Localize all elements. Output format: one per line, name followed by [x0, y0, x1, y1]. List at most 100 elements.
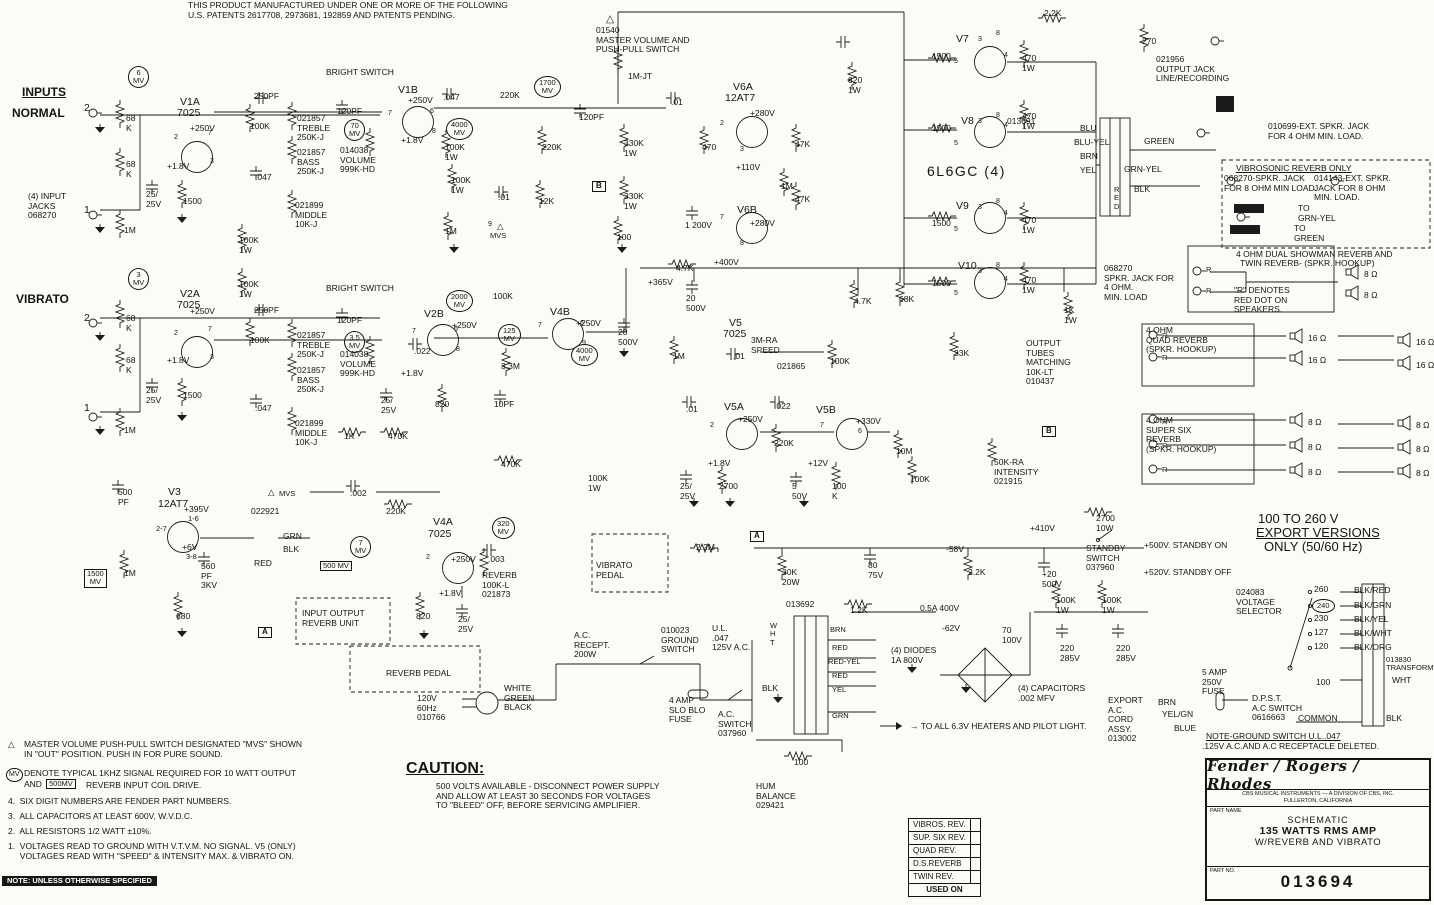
schematic-label: 3. ALL CAPACITORS AT LEAST 600V, W.V.D.C… [8, 811, 193, 821]
schematic-label: +250V [451, 554, 476, 564]
schematic-label: GRN-YEL [1124, 164, 1162, 174]
schematic-label: 680 [176, 611, 191, 621]
schematic-label: 013830 TRANSFORMER [1386, 655, 1434, 673]
schematic-label: BLK/WHT [1354, 628, 1392, 638]
schematic-label: 8 Ω [1416, 420, 1430, 430]
schematic-label: 021857 BASS 250K-J [297, 147, 326, 177]
part-name-line-3: W/REVERB AND VIBRATO [1254, 837, 1382, 849]
schematic-label: 1500 [932, 51, 951, 61]
schematic-label: 1M [124, 225, 136, 235]
schematic-label: 068270 SPKR. JACK FOR 4 OHM. MIN. LOAD [1104, 263, 1174, 302]
schematic-label: 1500 [183, 390, 202, 400]
schematic-label: 2. ALL RESISTORS 1/2 WATT ±10%. [8, 826, 152, 836]
schematic-label: 50K-RA INTENSITY 021915 [994, 457, 1039, 487]
schematic-label: 1M [124, 568, 136, 578]
schematic-label: 20 500V [686, 293, 706, 313]
schematic-label: BLK [762, 683, 779, 693]
schematic-label: 8 [996, 262, 1000, 269]
schematic-label: VIBRATO PEDAL [596, 560, 633, 580]
schematic-label: 5 50V [792, 481, 808, 501]
schematic-label: 820 [416, 611, 431, 621]
schematic-label: 330K 1W [624, 138, 644, 158]
schematic-label: TO GREEN [1294, 223, 1325, 243]
schematic-label: 500 VOLTS AVAILABLE - DISCONNECT POWER S… [436, 781, 660, 811]
schematic-label: .022 [774, 401, 791, 411]
schematic-label: 4 OHM QUAD REVERB (SPKR. HOOKUP) [1146, 325, 1217, 355]
used-on-row: SUP. SIX REV. [908, 831, 981, 845]
schematic-label: 240 [1312, 599, 1335, 613]
schematic-label: 220K [774, 438, 794, 448]
schematic-label: 220 285V [1060, 643, 1080, 663]
schematic-label: EXPORT VERSIONS [1256, 525, 1380, 540]
schematic-label: 8 Ω [1308, 467, 1322, 477]
used-on-rows: VIBROS. REV.SUP. SIX REV.QUAD REV.D.S.RE… [908, 818, 981, 884]
schematic-label: GRN [832, 711, 849, 720]
schematic-label: 1 200V [685, 220, 712, 230]
schematic-label: 470K [388, 431, 408, 441]
used-on-cell: D.S.REVERB [908, 857, 971, 871]
schematic-label: 70 100V [1002, 625, 1022, 645]
schematic-label: 25/ 25V [458, 614, 474, 634]
schematic-label: 470 1W [1022, 215, 1037, 235]
schematic-label: V1A [180, 96, 200, 108]
schematic-label: +1.8V [401, 368, 424, 378]
schematic-label: YEL [1080, 165, 1097, 175]
schematic-label: +20 500V [1042, 569, 1062, 589]
schematic-label: △ [606, 13, 615, 25]
schematic-label: 2 [720, 120, 724, 127]
schematic-label: 2700 [719, 481, 738, 491]
part-number-section: PART NO. 013694 [1207, 867, 1429, 899]
schematic-label: 820 [435, 399, 450, 409]
schematic-label: 4 OHM SUPER SIX REVERB (SPKR. HOOKUP) [1146, 415, 1217, 454]
schematic-label: W H T [770, 621, 778, 647]
schematic-label: 100K [250, 121, 270, 131]
schematic-label: RED [832, 643, 848, 652]
schematic-label: 8 [996, 30, 1000, 37]
schematic-label: 1M [673, 351, 685, 361]
schematic-label: 5 AMP 250V FUSE [1202, 667, 1228, 697]
schematic-label: -62V [942, 623, 960, 633]
schematic-label: 2.2K [1044, 8, 1062, 18]
part-no-label: PART NO. [1210, 868, 1236, 874]
schematic-label: 47K [795, 139, 811, 149]
schematic-label: V5 [729, 317, 742, 329]
schematic-label: V6B [737, 204, 757, 216]
schematic-label: 3.3M [501, 361, 520, 371]
used-on-cell: VIBROS. REV. [908, 818, 971, 832]
part-name-label: PART NAME [1210, 808, 1242, 815]
schematic-label: THIS PRODUCT MANUFACTURED UNDER ONE OR M… [188, 0, 508, 10]
schematic-label: 500 PF [118, 487, 133, 507]
schematic-label: 1 [84, 204, 90, 216]
schematic-label: .047 [443, 92, 460, 102]
schematic-label: 1 [84, 402, 90, 414]
schematic-label: WHITE GREEN BLACK [504, 683, 535, 713]
schematic-label: 4 OHM DUAL SHOWMAN REVERB AND [1236, 249, 1393, 259]
schematic-label: 6 MV [128, 66, 150, 88]
schematic-label: 7 [538, 322, 542, 329]
schematic-label: 100 [794, 757, 809, 767]
schematic-label: 01540 MASTER VOLUME AND PUSH-PULL SWITCH [596, 25, 690, 55]
schematic-label: YEL/GN [1162, 709, 1194, 719]
schematic-label: R [1206, 265, 1212, 274]
schematic-label: MVS [279, 489, 296, 498]
schematic-label: 7025 [428, 528, 452, 540]
schematic-label: V3 [168, 486, 181, 498]
schematic-label: .01 [733, 351, 745, 361]
schematic-label: .01 [686, 404, 698, 414]
used-on-check-cell [969, 870, 981, 884]
schematic-label: 1-6 [188, 514, 199, 523]
used-on-check-cell [969, 844, 981, 858]
schematic-label: 470K [501, 459, 521, 469]
used-on-table: VIBROS. REV.SUP. SIX REV.QUAD REV.D.S.RE… [908, 818, 981, 897]
used-on-row: QUAD REV. [908, 844, 981, 858]
schematic-label: 9 [582, 340, 586, 347]
schematic-label: 100 [1316, 677, 1331, 687]
schematic-label: B [592, 181, 606, 192]
schematic-label: INPUT OUTPUT REVERB UNIT [302, 608, 365, 628]
used-on-footer-row: USED ON [908, 883, 981, 897]
schematic-label: V5A [724, 401, 744, 413]
schematic-label: 100 K [832, 481, 847, 501]
schematic-label: RED [832, 671, 848, 680]
schematic-label: 7 [208, 326, 212, 333]
schematic-label: 100K 1W [239, 279, 259, 299]
